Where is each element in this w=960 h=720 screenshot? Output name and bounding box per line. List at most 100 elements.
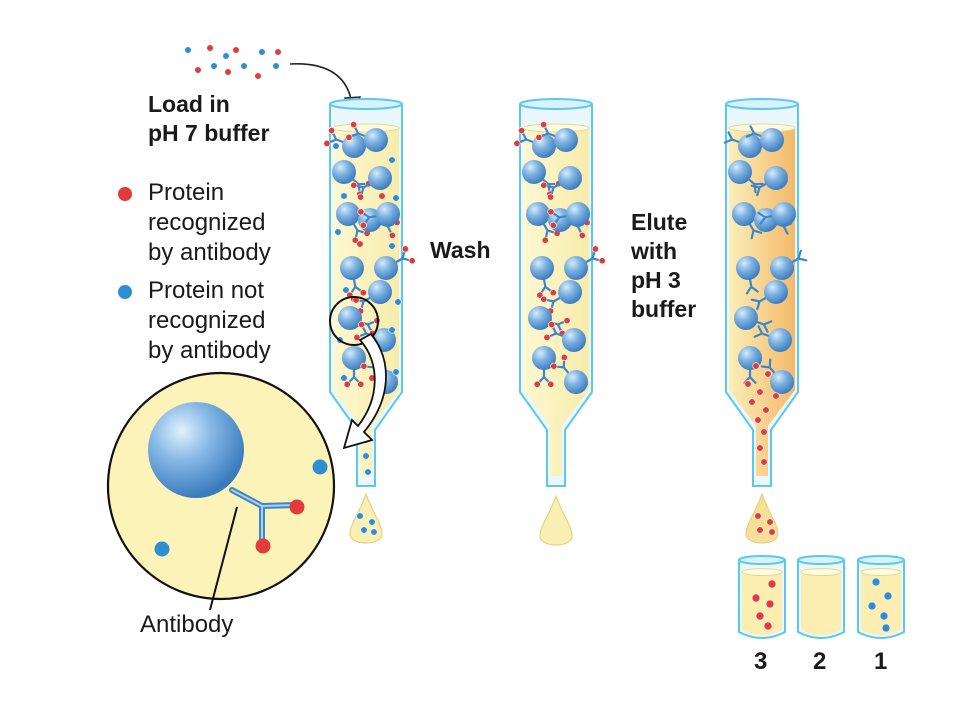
bead [558,166,582,190]
tube-number-1: 1 [874,648,888,675]
antibody [755,320,773,333]
blue-protein [332,142,340,150]
bead [764,166,788,190]
blue-protein [210,62,218,70]
red-protein [540,181,548,189]
bead [772,202,796,226]
antibody-pointer [209,506,238,611]
tube-buffer [861,572,901,635]
red-protein [358,321,366,329]
red-protein [356,240,364,248]
red-protein [408,257,416,265]
red-protein [540,121,548,129]
bead [338,306,362,330]
bead [764,280,788,304]
tube-number-3: 3 [754,648,768,675]
red-protein [345,133,353,141]
big-blue-protein-2 [154,541,170,557]
red-protein [767,579,777,589]
red-protein [274,48,282,56]
bead [770,370,794,394]
blue-protein [360,526,368,534]
red-protein [359,221,367,229]
red-protein [360,362,368,370]
red-protein [751,593,761,603]
red-protein [533,380,541,388]
blue-protein [388,156,396,164]
bead [554,128,578,152]
load-label-line-1: Load in [148,91,230,117]
red-protein [756,388,764,396]
bead [376,202,400,226]
blue-protein [883,591,893,601]
red-protein [578,231,586,239]
blue-protein [368,518,376,526]
red-protein [765,599,775,609]
bead [336,202,360,226]
antibody [750,296,768,311]
bead [368,166,392,190]
column-rim [725,98,799,110]
bead [738,134,762,158]
blue-protein [881,623,891,633]
tube-surface [800,568,842,576]
blue-protein [394,298,402,306]
red-protein [560,353,568,361]
antibody [760,358,777,375]
buffer-surface [332,123,400,133]
blue-protein [184,46,192,54]
red-protein [598,257,606,265]
bead [732,202,756,226]
antibody [757,211,775,225]
red-protein [513,139,521,147]
red-protein [535,133,543,141]
red-protein [548,321,556,329]
bead [342,346,366,370]
blue-protein [340,192,348,200]
column-wash [513,98,606,487]
blue-protein [334,228,342,236]
red-protein [328,127,336,135]
legend-blue-dot [118,285,132,299]
column-rim [519,98,593,110]
red-protein [744,380,752,388]
red-protein [772,392,780,400]
red-protein [541,236,549,244]
red-protein [754,416,762,424]
tube-rim [857,555,905,565]
bead [340,256,364,280]
red-protein [323,139,331,147]
red-protein [206,44,214,52]
bead [564,370,588,394]
loading-proteins [184,44,282,80]
bead [770,256,794,280]
bead [526,202,550,226]
blue-protein [392,194,400,202]
big-red-protein-1 [289,499,305,515]
bead [558,280,582,304]
red-protein [388,231,396,239]
red-protein [756,444,764,452]
red-protein [547,380,555,388]
antibody [745,125,763,138]
antibody [748,222,763,240]
tube-buffer [801,572,841,635]
big-bead [148,402,244,498]
red-protein [343,380,351,388]
red-protein [357,193,365,201]
blue-protein [388,242,396,250]
red-protein [766,518,774,526]
wash-label: Wash [430,237,491,263]
tube-buffer [742,572,782,635]
bead [728,160,752,184]
red-protein [543,333,551,341]
red-protein [351,236,359,244]
antibody-label: Antibody [140,611,234,638]
bead [522,160,546,184]
drops [349,492,779,546]
bead [532,346,556,370]
blue-protein [879,611,889,621]
column-elute [723,98,808,487]
red-protein [353,333,361,341]
bead [374,256,398,280]
